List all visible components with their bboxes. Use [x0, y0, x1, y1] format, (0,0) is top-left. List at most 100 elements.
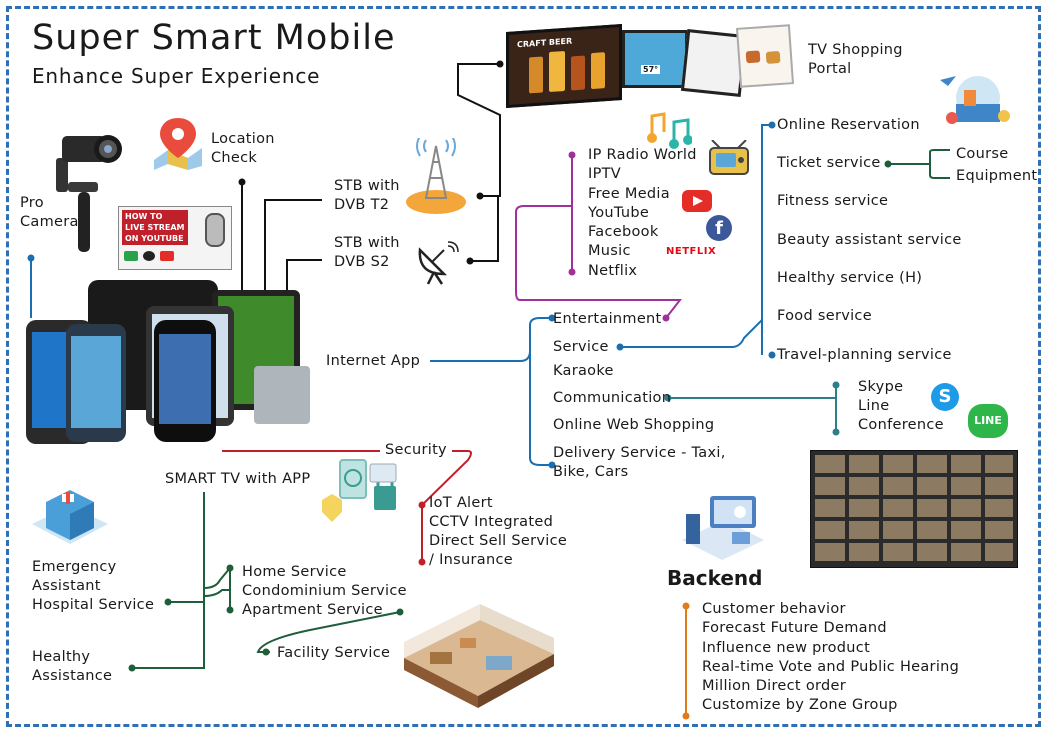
- music-notes-icon: [647, 112, 692, 149]
- comm-conference: Conference: [858, 417, 944, 433]
- location-pin-icon: [154, 118, 202, 170]
- howto-line-3: ON YOUTUBE: [125, 234, 184, 243]
- item-delivery-service-2: Bike, Cars: [553, 464, 629, 480]
- stb-s2-label: STB with DVB S2: [334, 234, 400, 272]
- condominium-service: Condominium Service: [242, 583, 407, 599]
- service-healthy: Healthy service (H): [777, 270, 923, 286]
- security-cctv: CCTV Integrated: [429, 514, 554, 530]
- radio-icon: [709, 140, 749, 175]
- ticket-equipment: Equipment: [956, 168, 1038, 184]
- youtube-icon: [682, 190, 712, 212]
- video-conference-grid: [810, 450, 1018, 568]
- stb-s2-line-1: STB with: [334, 235, 400, 251]
- media-music: Music: [588, 243, 631, 260]
- service-food: Food service: [777, 308, 872, 324]
- media-youtube: YouTube: [588, 204, 650, 221]
- emergency-label: Emergency Assistant Hospital Service: [32, 558, 154, 615]
- location-check-line-2: Check: [211, 150, 258, 166]
- facility-service: Facility Service: [277, 645, 391, 661]
- item-service: Service: [553, 339, 609, 355]
- service-travel-planning: Travel-planning service: [777, 347, 952, 363]
- security-insurance: / Insurance: [429, 552, 513, 568]
- comm-skype: Skype: [858, 379, 904, 395]
- ticket-course: Course: [956, 146, 1009, 162]
- beer-sign-text: CRAFT BEER: [517, 36, 573, 50]
- howto-line-1: HOW TO: [125, 212, 163, 221]
- dashed-frame: [6, 6, 1041, 727]
- weather-screen: 57°: [622, 30, 688, 88]
- devices-illustration: [26, 276, 310, 448]
- stb-t2-line-1: STB with: [334, 178, 400, 194]
- backend-customer-behavior: Customer behavior: [702, 601, 846, 617]
- media-list: IP Radio World IPTV Free Media YouTube F…: [588, 146, 697, 281]
- apartment-service: Apartment Service: [242, 602, 383, 618]
- travel-illustration: [940, 76, 1010, 124]
- pro-camera-line-2: Camera: [20, 214, 79, 230]
- media-iptv: IPTV: [588, 166, 621, 183]
- backend-influence-product: Influence new product: [702, 639, 871, 656]
- backend-forecast-demand: Forecast Future Demand: [702, 620, 887, 637]
- media-free-media: Free Media: [588, 185, 670, 202]
- phone-bada: [66, 324, 126, 442]
- camera-app-icon: [143, 251, 155, 261]
- tv-shopping-label: TV Shopping Portal: [808, 41, 903, 79]
- emergency-line-1: Emergency: [32, 559, 117, 575]
- apartment-3d-illustration: [404, 604, 554, 708]
- youtube-howto-thumbnail: HOW TO LIVE STREAM ON YOUTUBE: [118, 206, 232, 270]
- page-subtitle: Enhance Super Experience: [32, 64, 321, 88]
- microphone-icon: [205, 213, 225, 247]
- netflix-logo: NETFLIX: [666, 246, 717, 257]
- media-ip-radio: IP Radio World: [588, 147, 697, 163]
- service-online-reservation: Online Reservation: [777, 117, 920, 133]
- location-check-line-1: Location: [211, 131, 275, 147]
- security-label: Security: [385, 442, 447, 458]
- service-fitness: Fitness service: [777, 193, 889, 209]
- service-beauty: Beauty assistant service: [777, 232, 962, 248]
- phone-iphone: [154, 320, 216, 442]
- backend-illustration: [682, 496, 764, 560]
- internet-app-label: Internet App: [326, 353, 421, 369]
- satellite-dish-icon: [418, 241, 459, 285]
- backend-realtime-vote: Real-time Vote and Public Hearing: [702, 658, 960, 675]
- hospital-building-icon: [32, 490, 108, 544]
- location-check-label: Location Check: [211, 130, 275, 168]
- line-icon: LINE: [968, 404, 1008, 438]
- stb-t2-line-2: DVB T2: [334, 197, 390, 213]
- healthy-assistance-label: Healthy Assistance: [32, 648, 112, 686]
- item-communication: Communication: [553, 390, 672, 406]
- backend-million-order: Million Direct order: [702, 678, 846, 695]
- mini-device: [254, 366, 310, 424]
- security-direct-sell: Direct Sell Service: [429, 533, 568, 549]
- healthy-assistance-line-1: Healthy: [32, 649, 91, 665]
- item-entertainment: Entertainment: [553, 311, 662, 327]
- pro-camera-label: Pro Camera: [20, 194, 79, 232]
- emergency-line-2: Assistant: [32, 578, 101, 594]
- beer-screen: CRAFT BEER: [506, 23, 622, 109]
- emergency-line-3: Hospital Service: [32, 597, 155, 613]
- obs-icon: [124, 251, 138, 261]
- temperature-badge: 57°: [641, 65, 661, 74]
- tv-shopping-screens: CRAFT BEER 57°: [506, 22, 795, 109]
- youtube-mini-icon: [160, 251, 174, 261]
- skype-icon: S: [931, 383, 959, 411]
- item-online-web-shopping: Online Web Shopping: [553, 417, 715, 433]
- home-service: Home Service: [242, 564, 347, 580]
- backend-zone-group: Customize by Zone Group: [702, 697, 898, 714]
- antenna-tower-icon: [406, 138, 466, 214]
- item-karaoke: Karaoke: [553, 363, 614, 379]
- tv-shopping-line-2: Portal: [808, 61, 852, 77]
- media-facebook: Facebook: [588, 224, 659, 241]
- facebook-icon: f: [706, 215, 732, 241]
- media-netflix: Netflix: [588, 262, 638, 279]
- security-illustration: [322, 459, 397, 522]
- stb-t2-label: STB with DVB T2: [334, 177, 400, 215]
- comm-line: Line: [858, 398, 890, 414]
- item-delivery-service: Delivery Service - Taxi,: [553, 445, 726, 461]
- security-iot-alert: IoT Alert: [429, 495, 493, 511]
- healthy-assistance-line-2: Assistance: [32, 668, 113, 684]
- service-ticket: Ticket service: [777, 155, 881, 171]
- howto-line-2: LIVE STREAM: [125, 223, 185, 232]
- food-screen: [735, 24, 795, 88]
- gimbal-camera-icon: [56, 135, 122, 252]
